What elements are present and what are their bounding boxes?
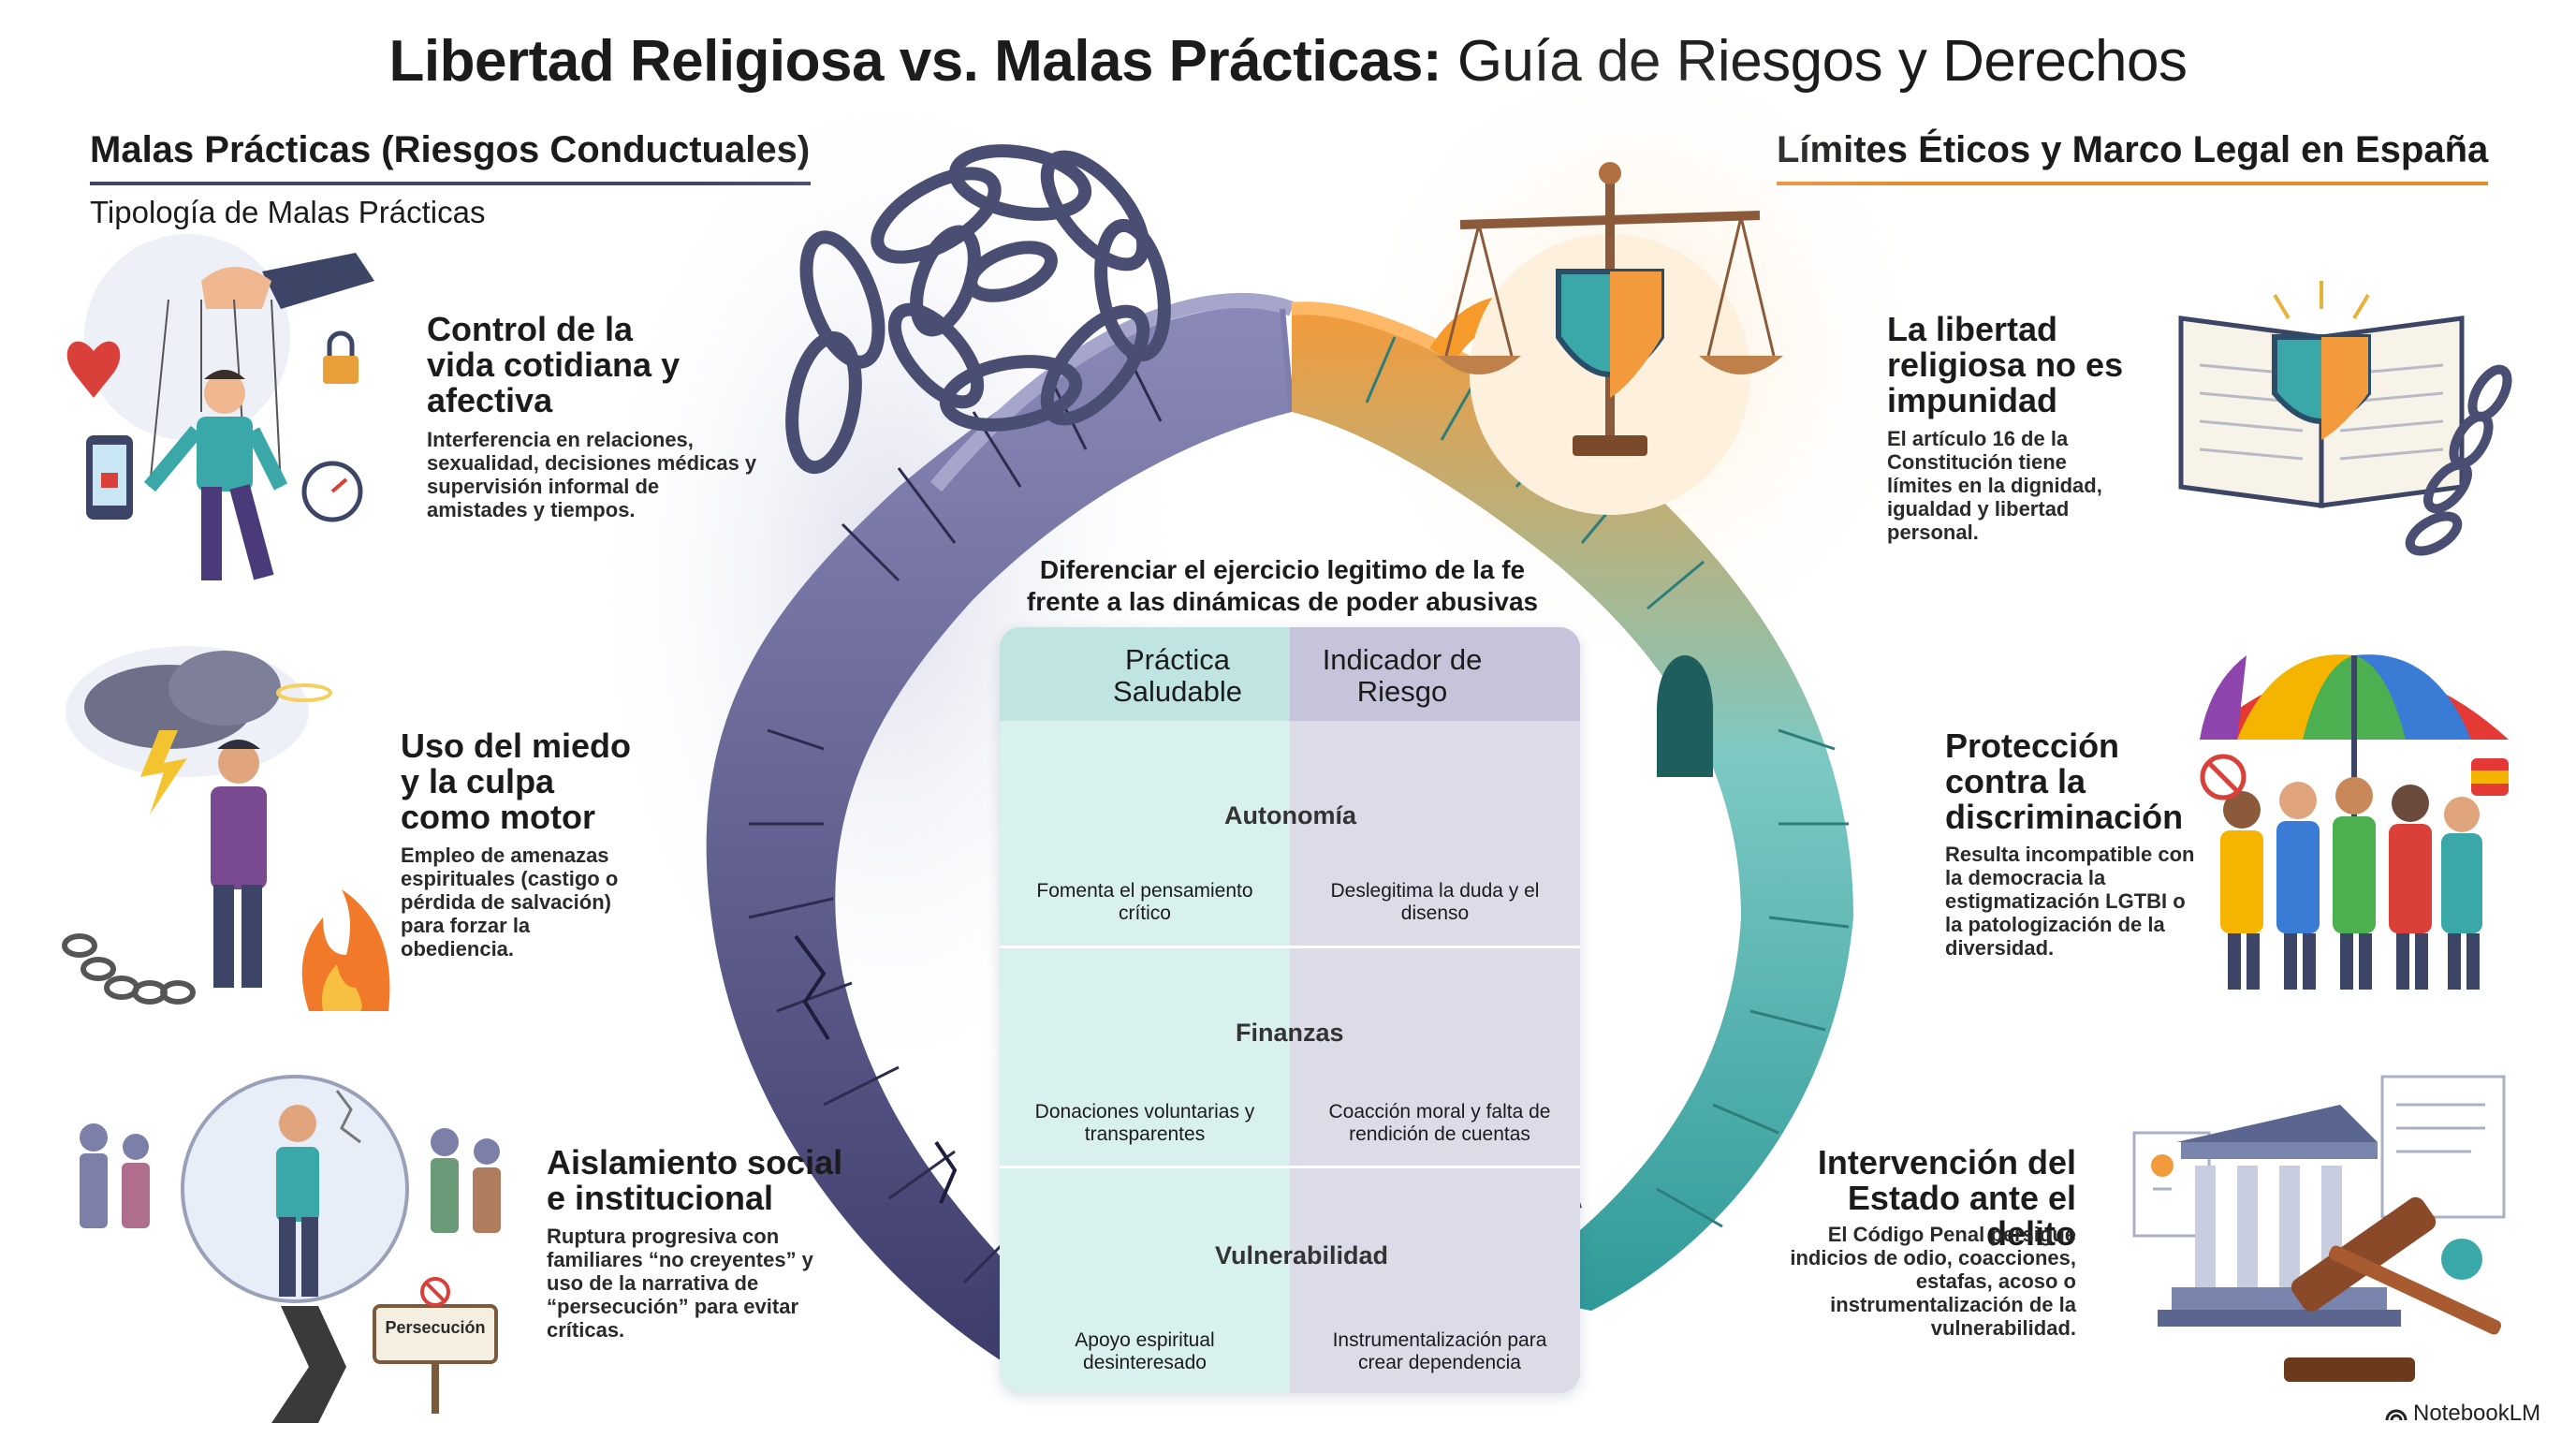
chain-spiral <box>785 144 1171 475</box>
right-item-2-title: Protección contra la discriminación <box>1945 726 2184 836</box>
isolation-bubble-illustration <box>80 1075 501 1423</box>
right-item-3-title: Intervención del Estado ante el delito <box>1817 1143 2076 1253</box>
category-finances: Finanzas <box>1236 1019 1344 1047</box>
brand-label: NotebookLM <box>2413 1401 2541 1426</box>
right-item-2-desc: Resulta incompatible con la democracia l… <box>1945 843 2195 960</box>
left-subheading: Tipología de Malas Prácticas <box>90 195 486 229</box>
healthy-header-bg <box>1000 627 1290 721</box>
healthy-column <box>1000 627 1290 1393</box>
fear-storm-illustration <box>62 646 390 1011</box>
right-item-3-desc: El Código Penal persigue indicios de odi… <box>1790 1223 2076 1340</box>
right-heading-rule <box>1777 182 2488 185</box>
constitution-book-illustration <box>2178 281 2512 556</box>
risk-vulnerability: Instrumentalización para crear dependenc… <box>1332 1329 1547 1373</box>
right-item-1-title: La libertad religiosa no es impunidad <box>1887 310 2124 419</box>
risk-autonomy: Deslegitima la duda y el disenso <box>1330 880 1540 924</box>
left-item-1-title: Control de la vida cotidiana y afectiva <box>427 310 681 419</box>
left-item-2-desc: Empleo de amenazas espirituales (castigo… <box>401 844 619 961</box>
risk-header-bg <box>1290 627 1580 721</box>
right-item-1-desc: El artículo 16 de la Constitución tiene … <box>1887 427 2102 544</box>
healthy-header: Práctica Saludable <box>1113 643 1242 708</box>
left-heading: Malas Prácticas (Riesgos Conductuales) <box>90 129 811 170</box>
diversity-umbrella-illustration <box>2200 654 2509 990</box>
left-item-3-title: Aislamiento social e institucional <box>547 1143 843 1217</box>
row-divider-1 <box>1000 946 1580 948</box>
risk-header: Indicador de Riesgo <box>1322 643 1483 708</box>
scales-of-justice-icon <box>1437 162 1783 515</box>
right-heading: Límites Éticos y Marco Legal en España <box>1777 129 2489 170</box>
left-item-2-title: Uso del miedo y la culpa como motor <box>401 726 632 836</box>
comparison-table: Práctica Saludable Indicador de Riesgo A… <box>1000 627 1580 1393</box>
healthy-autonomy: Fomenta el pensamiento crítico <box>1036 880 1253 924</box>
healthy-vulnerability: Apoyo espiritual desinteresado <box>1075 1329 1215 1373</box>
courthouse-gavel-illustration <box>2132 1075 2506 1382</box>
category-autonomy: Autonomía <box>1224 801 1356 829</box>
category-vulnerability: Vulnerabilidad <box>1215 1241 1389 1269</box>
left-heading-rule <box>90 182 811 185</box>
risk-finances: Coacción moral y falta de rendición de c… <box>1328 1101 1551 1145</box>
left-item-1-desc: Interferencia en relaciones, sexualidad,… <box>427 428 757 521</box>
persecution-sign: Persecución <box>385 1318 486 1337</box>
notebooklm-brand: NotebookLM <box>2385 1401 2540 1427</box>
notebooklm-logo-icon <box>2385 1409 2408 1421</box>
puppet-person-illustration <box>66 234 374 580</box>
risk-column <box>1290 627 1580 1393</box>
center-question: Diferenciar el ejercicio legitimo de la … <box>1026 555 1539 616</box>
left-item-3-desc: Ruptura progresiva con familiares “no cr… <box>547 1225 813 1342</box>
healthy-finances: Donaciones voluntarias y transparentes <box>1034 1101 1255 1145</box>
row-divider-2 <box>1000 1166 1580 1168</box>
